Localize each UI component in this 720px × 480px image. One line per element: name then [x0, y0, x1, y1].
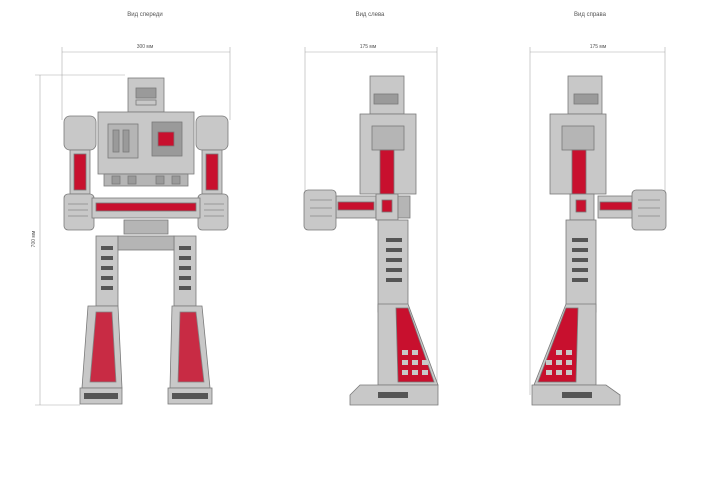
left-width-label: 175 мм	[359, 44, 377, 50]
front-width-label: 300 мм	[136, 44, 154, 50]
robot-left-view	[303, 75, 439, 406]
right-width-label: 175 мм	[589, 44, 607, 50]
left-view-title: Вид слева	[355, 12, 385, 18]
front-view-title: Вид спереди	[127, 12, 163, 18]
dimension-lines	[35, 47, 666, 406]
right-view-title: Вид справа	[574, 12, 606, 18]
robot-right-view	[531, 75, 667, 406]
robot-front-view	[63, 77, 229, 405]
